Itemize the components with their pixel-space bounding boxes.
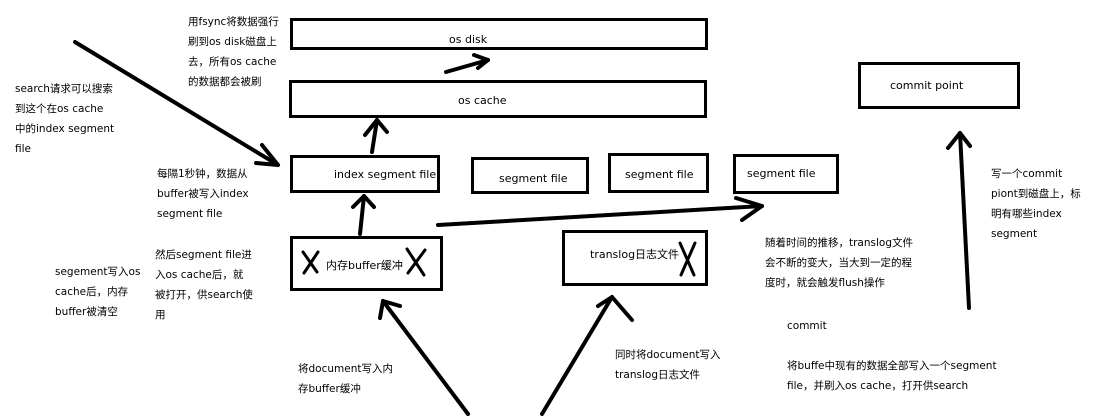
to-translog-arrow-head bbox=[596, 295, 634, 322]
to-commit-point-arrow bbox=[958, 131, 971, 310]
commit-desc-note: 将buffe中现有的数据全部写入一个segment file，并刷入os cac… bbox=[787, 360, 997, 392]
to-buffer-arrow-head bbox=[378, 299, 402, 320]
index-segment-file-box: index segment file bbox=[290, 155, 440, 193]
segment-into-cache-note: 然后segment file进 入os cache后，就 被打开，供search… bbox=[155, 249, 253, 321]
write-document-buffer-note: 将document写入内 存buffer缓冲 bbox=[298, 363, 393, 395]
cache-to-disk-arrow-head bbox=[472, 53, 490, 70]
os-cache-label: os cache bbox=[458, 94, 507, 107]
segment-file-box-3: segment file bbox=[733, 154, 839, 194]
commit-point-label: commit point bbox=[890, 79, 964, 92]
to-segment-file-3-arrow bbox=[436, 204, 764, 227]
commit-point-desc-note: 写一个commit piont到磁盘上，标 明有哪些index segment bbox=[991, 168, 1081, 240]
os-disk-box: os disk bbox=[290, 18, 708, 50]
to-translog-arrow bbox=[540, 295, 614, 416]
commit-note: commit bbox=[787, 320, 827, 332]
os-cache-box: os cache bbox=[289, 80, 707, 118]
segment-file-label-1: segment file bbox=[499, 172, 568, 185]
buffer-to-segment-arrow bbox=[358, 194, 366, 236]
memory-buffer-box: 内存buffer缓冲 bbox=[290, 236, 443, 291]
to-segment-file-3-arrow-head bbox=[734, 196, 764, 222]
to-buffer-arrow bbox=[381, 299, 470, 416]
segment-file-label-3: segment file bbox=[747, 167, 816, 180]
buffer-to-segment-arrow-head bbox=[351, 194, 376, 209]
segment-file-label-2: segment file bbox=[625, 168, 694, 181]
every-second-note: 每隔1秒钟，数据从 buffer被写入index segment file bbox=[157, 168, 249, 220]
segment-to-cache-arrow bbox=[370, 118, 379, 154]
segment-to-cache-arrow-head bbox=[363, 118, 389, 137]
index-segment-file-label: index segment file bbox=[334, 168, 437, 181]
search-note: search请求可以搜索 到这个在os cache 中的index segmen… bbox=[15, 83, 115, 155]
cache-to-disk-arrow bbox=[444, 58, 490, 74]
memory-buffer-label: 内存buffer缓冲 bbox=[326, 259, 403, 272]
commit-point-box: commit point bbox=[858, 62, 1020, 109]
buffer-cleared-note: segement写入os cache后，内存 buffer被清空 bbox=[55, 266, 141, 318]
translog-label: translog日志文件 bbox=[590, 248, 680, 261]
to-commit-point-arrow-head bbox=[946, 131, 972, 150]
os-disk-label: os disk bbox=[449, 33, 488, 46]
write-document-translog-note: 同时将document写入 translog日志文件 bbox=[615, 349, 721, 381]
translog-grows-note: 随着时间的推移，translog文件 会不断的变大，当大到一定的程 度时，就会触… bbox=[765, 237, 913, 289]
translog-box: translog日志文件 bbox=[562, 230, 708, 286]
segment-file-box-2: segment file bbox=[608, 153, 709, 193]
search-arrow-head bbox=[254, 143, 280, 167]
fsync-note: 用fsync将数据强行 刷到os disk磁盘上 去，所有os cache 的数… bbox=[188, 16, 279, 88]
segment-file-box-1: segment file bbox=[471, 157, 589, 194]
